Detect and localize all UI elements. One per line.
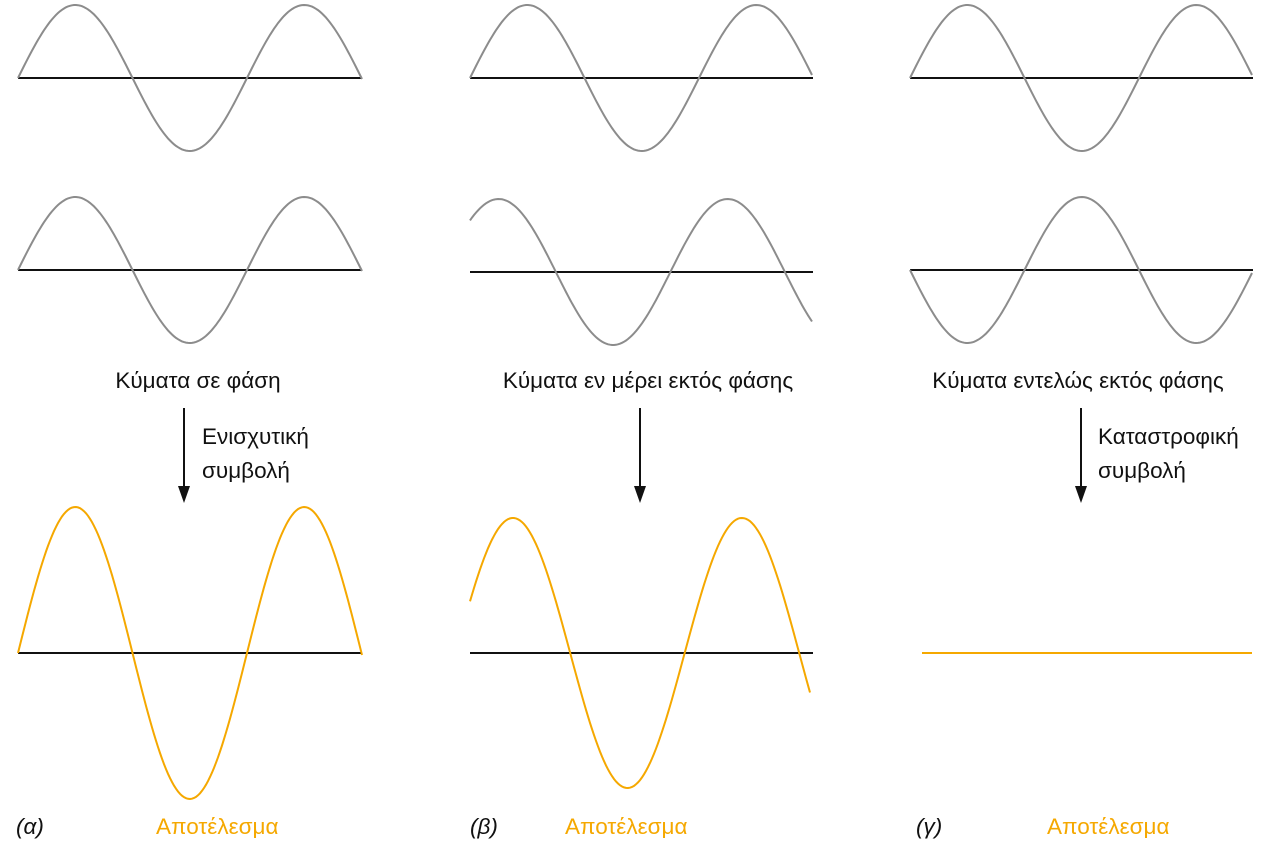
panel-a-result-wave bbox=[17, 505, 363, 801]
panel-c-result-label: Αποτέλεσμα bbox=[1047, 814, 1169, 839]
panel-c-interference-line2: συμβολή bbox=[1098, 458, 1186, 483]
panel-b-arrow-head bbox=[634, 486, 646, 503]
panel-c-label: (γ) bbox=[916, 814, 942, 839]
panel-a-interference-line2: συμβολή bbox=[202, 458, 290, 483]
panel-a: Κύματα σε φάση Ενισχυτική συμβολή (α) Απ… bbox=[16, 3, 363, 839]
panel-c-interference-line1: Καταστροφική bbox=[1098, 424, 1239, 449]
panel-a-wave2 bbox=[17, 195, 363, 345]
panel-b: Κύματα εν μέρει εκτός φάσης (β) Αποτέλεσ… bbox=[469, 3, 813, 839]
panel-b-caption: Κύματα εν μέρει εκτός φάσης bbox=[503, 368, 793, 393]
panel-b-result-label: Αποτέλεσμα bbox=[565, 814, 687, 839]
panel-a-result-label: Αποτέλεσμα bbox=[156, 814, 278, 839]
panel-b-label: (β) bbox=[470, 814, 498, 839]
panel-c-caption: Κύματα εντελώς εκτός φάσης bbox=[932, 368, 1224, 393]
panel-b-result-wave bbox=[469, 516, 811, 790]
panel-b-wave1 bbox=[469, 3, 813, 153]
panel-a-label: (α) bbox=[16, 814, 44, 839]
panel-a-interference-line1: Ενισχυτική bbox=[202, 424, 309, 449]
panel-a-arrow-head bbox=[178, 486, 190, 503]
panel-c: Κύματα εντελώς εκτός φάσης Καταστροφική … bbox=[909, 3, 1253, 839]
panel-a-caption: Κύματα σε φάση bbox=[115, 368, 280, 393]
panel-b-wave2 bbox=[469, 197, 813, 346]
panel-c-wave1 bbox=[909, 3, 1253, 153]
panel-c-wave2 bbox=[909, 195, 1253, 345]
panel-c-arrow-head bbox=[1075, 486, 1087, 503]
panel-a-wave1 bbox=[17, 3, 363, 153]
